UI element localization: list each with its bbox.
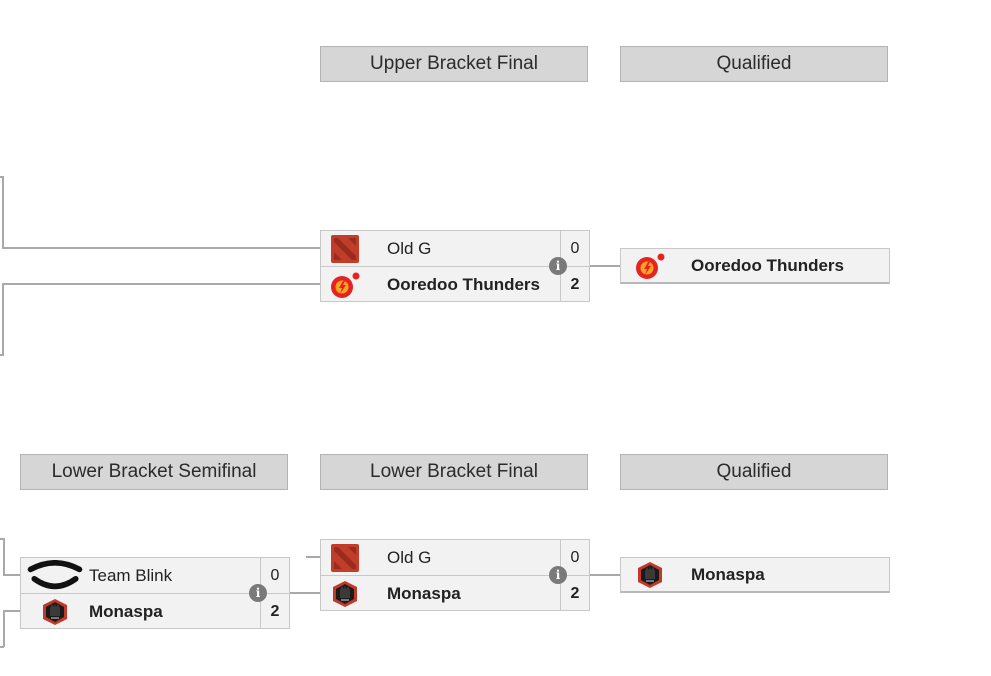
team-score: 0 (260, 558, 289, 593)
team-name: Monaspa (387, 583, 461, 603)
bracket-line (2, 283, 320, 285)
team-name: Monaspa (89, 601, 163, 621)
team-name: Team Blink (89, 565, 173, 585)
match-team-row: Monaspa 2 (21, 593, 289, 629)
bracket-line (3, 610, 21, 612)
match-lower-semifinal[interactable]: Team Blink 0 Monaspa 2 (20, 557, 290, 629)
bracket-line (589, 265, 621, 267)
monaspa-icon (21, 594, 89, 629)
bracket-line (2, 283, 4, 356)
match-info-icon[interactable]: i (549, 257, 567, 275)
match-team-row: Old G 0 (321, 231, 589, 266)
bracket-line (3, 538, 5, 575)
qualified-slot-bottom: Monaspa (620, 557, 890, 593)
bracket-line (3, 610, 5, 647)
match-team-row: Ooredoo Thunders 2 (321, 266, 589, 302)
team-score: 2 (560, 576, 589, 611)
match-lower-final[interactable]: Old G 0 Monaspa 2 (320, 539, 590, 611)
team-score: 0 (560, 231, 589, 266)
match-info-icon[interactable]: i (549, 566, 567, 584)
match-team-row: Team Blink 0 (21, 558, 289, 593)
match-upper-final[interactable]: Old G 0 Ooredoo Thunders 2 (320, 230, 590, 302)
bracket-line (589, 574, 621, 576)
header-upper-bracket-final: Upper Bracket Final (320, 46, 588, 82)
dota2-icon (321, 540, 369, 575)
header-qualified-bottom: Qualified (620, 454, 888, 490)
bracket-line (306, 556, 320, 558)
qualified-slot-top: Ooredoo Thunders (620, 248, 890, 284)
monaspa-icon (321, 576, 369, 611)
bracket-line (0, 354, 3, 356)
team-blink-icon (21, 558, 89, 593)
ooredoo-icon (621, 248, 679, 283)
team-name: Old G (387, 547, 432, 567)
match-team-row: Old G 0 (321, 540, 589, 575)
ooredoo-icon (321, 267, 369, 302)
team-name: Old G (387, 238, 432, 258)
team-name: Ooredoo Thunders (387, 274, 540, 294)
team-name: Ooredoo Thunders (691, 255, 844, 275)
match-info-icon[interactable]: i (249, 584, 267, 602)
dota2-icon (321, 231, 369, 266)
header-qualified-top: Qualified (620, 46, 888, 82)
bracket-line (3, 574, 21, 576)
team-score: 2 (560, 267, 589, 302)
header-lower-bracket-semifinal: Lower Bracket Semifinal (20, 454, 288, 490)
bracket-line (289, 592, 320, 594)
header-lower-bracket-final: Lower Bracket Final (320, 454, 588, 490)
team-score: 0 (560, 540, 589, 575)
team-name: Monaspa (691, 564, 765, 584)
bracket-line (2, 176, 4, 249)
team-score: 2 (260, 594, 289, 629)
bracket-line (0, 538, 4, 540)
bracket-line (2, 247, 320, 249)
monaspa-icon (621, 557, 679, 592)
bracket-line (0, 176, 3, 178)
match-team-row: Monaspa 2 (321, 575, 589, 611)
bracket-line (0, 646, 4, 648)
